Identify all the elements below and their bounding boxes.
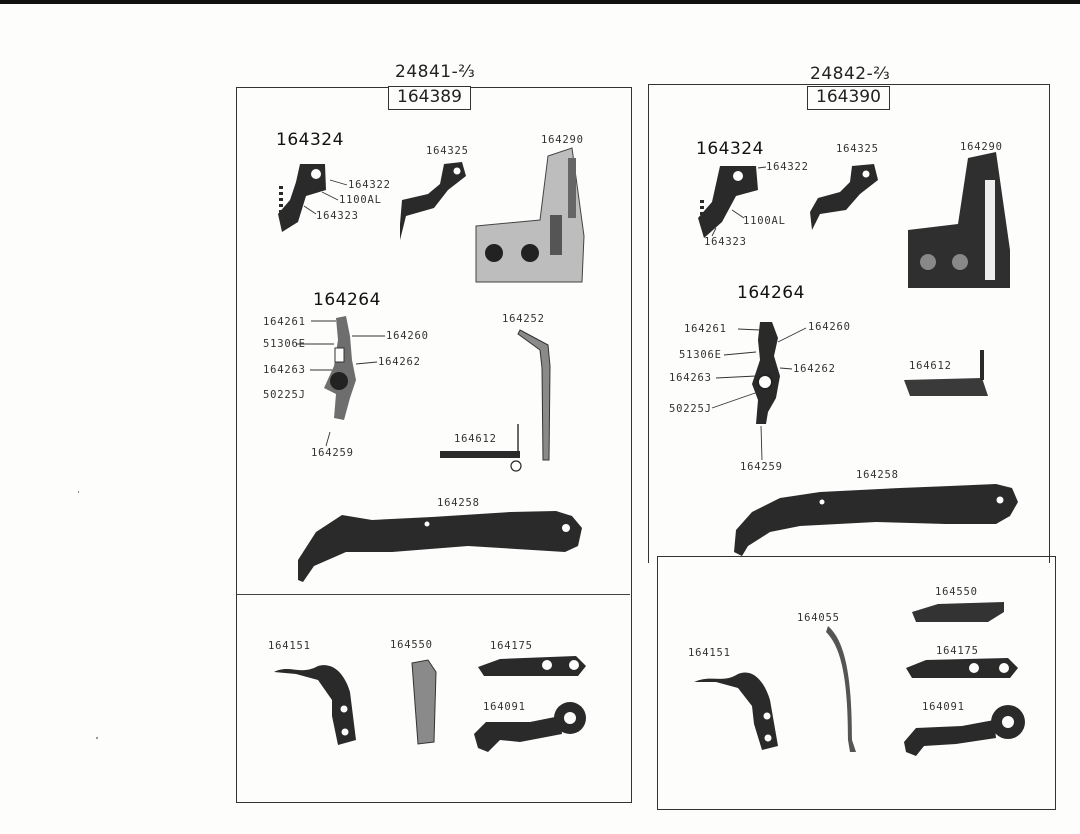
left-looper-164252-illustration (517, 329, 551, 461)
left-label-164259: 164259 (311, 447, 354, 459)
right-feed-dog-illustration (698, 166, 758, 238)
left-label-50225j: 50225J (263, 389, 306, 401)
scan-speck (78, 491, 79, 493)
left-feed-bar-164325-illustration (400, 162, 466, 240)
left-looper-assembly-illustration (324, 316, 356, 420)
left-plate-164175-illustration (478, 656, 586, 676)
right-throat-plate-164290-illustration (908, 152, 1010, 288)
right-label-1100al: 1100AL (743, 215, 786, 227)
right-label-164290: 164290 (960, 141, 1003, 153)
left-feed-group-number: 164324 (276, 130, 344, 150)
left-label-164151: 164151 (268, 640, 311, 652)
left-label-164258: 164258 (437, 497, 480, 509)
left-guard-164612-illustration (440, 424, 522, 472)
left-throat-plate-164290-illustration (475, 147, 585, 283)
left-label-164252: 164252 (502, 313, 545, 325)
left-feed-dog-illustration (278, 164, 326, 232)
right-label-164262: 164262 (793, 363, 836, 375)
left-label-164322: 164322 (348, 179, 391, 191)
right-label-164263: 164263 (669, 372, 712, 384)
right-label-164175: 164175 (936, 645, 979, 657)
right-crank-164091-illustration (904, 705, 1025, 756)
right-panel-frame-bottom (657, 556, 1056, 810)
left-label-164612: 164612 (454, 433, 497, 445)
left-label-164175: 164175 (490, 640, 533, 652)
left-part-number-box: 164389 (388, 86, 471, 110)
left-lever-164258-illustration (298, 511, 582, 582)
right-part-number-box: 164390 (807, 86, 890, 110)
right-looper-group-number: 164264 (737, 283, 805, 303)
left-label-164260: 164260 (386, 330, 429, 342)
left-label-51306e: 51306E (263, 338, 306, 350)
right-label-164259: 164259 (740, 461, 783, 473)
left-crank-164091-illustration (474, 702, 586, 752)
left-looper-group-number: 164264 (313, 290, 381, 310)
right-label-164550: 164550 (935, 586, 978, 598)
right-label-164322: 164322 (766, 161, 809, 173)
right-wire-164055-illustration (826, 626, 856, 752)
right-label-164055: 164055 (797, 612, 840, 624)
left-label-164323: 164323 (316, 210, 359, 222)
left-spreader-164151-illustration (274, 665, 356, 745)
top-edge-bar (0, 0, 1080, 4)
right-label-51306e: 51306E (679, 349, 722, 361)
right-feed-group-number: 164324 (696, 139, 764, 159)
right-label-164323: 164323 (704, 236, 747, 248)
right-feed-bar-164325-illustration (810, 164, 878, 230)
right-panel-frame-top (648, 84, 1050, 563)
right-label-164325: 164325 (836, 143, 879, 155)
left-knife-164550-illustration (411, 659, 437, 745)
scan-speck (96, 737, 98, 739)
left-label-164290: 164290 (541, 134, 584, 146)
right-lever-164258-illustration (734, 484, 1018, 556)
left-label-1100al: 1100AL (339, 194, 382, 206)
right-label-164260: 164260 (808, 321, 851, 333)
right-plate-164175-illustration (906, 658, 1018, 678)
right-looper-assembly-illustration (752, 322, 780, 424)
left-label-164262: 164262 (378, 356, 421, 368)
left-label-164550: 164550 (390, 639, 433, 651)
right-label-50225j: 50225J (669, 403, 712, 415)
left-assembly-number: 24841-⅔ (395, 62, 476, 82)
left-panel-divider (237, 594, 630, 595)
left-label-164263: 164263 (263, 364, 306, 376)
right-guard-164612-illustration (904, 350, 988, 396)
right-label-164091: 164091 (922, 701, 965, 713)
right-spreader-164151-illustration (694, 672, 778, 750)
leader-lines (296, 166, 807, 461)
right-assembly-number: 24842-⅔ (810, 64, 891, 84)
left-label-164261: 164261 (263, 316, 306, 328)
right-knife-164550-illustration (912, 602, 1004, 622)
left-label-164325: 164325 (426, 145, 469, 157)
right-label-164151: 164151 (688, 647, 731, 659)
right-label-164258: 164258 (856, 469, 899, 481)
right-label-164612: 164612 (909, 360, 952, 372)
left-label-164091: 164091 (483, 701, 526, 713)
right-label-164261: 164261 (684, 323, 727, 335)
